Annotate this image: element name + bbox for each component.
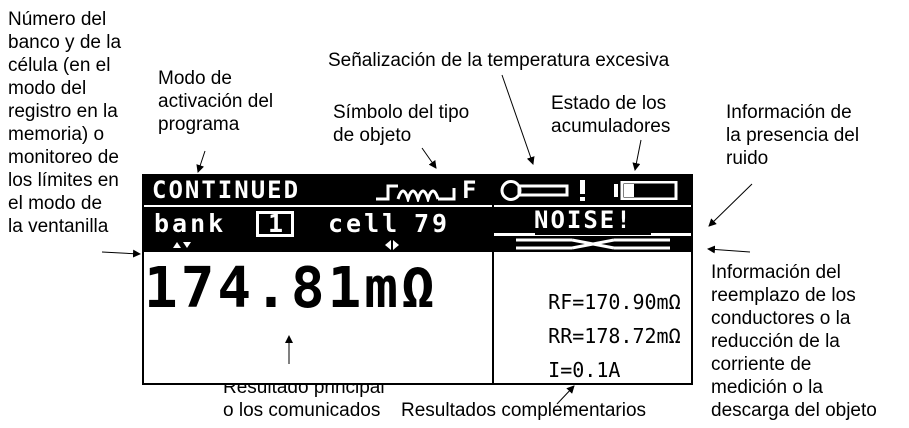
arrow-object-type — [421, 147, 437, 169]
arrow-bank-cell — [101, 249, 141, 258]
cell-number: 79 — [414, 209, 451, 238]
bank-cell-bar: bank 1 cell 79 — [144, 207, 492, 252]
bank-arrows-icon — [173, 242, 191, 248]
temperature-icon — [500, 180, 585, 201]
bank-label: bank — [154, 209, 227, 238]
arrow-battery — [632, 139, 642, 171]
arrow-activation-mode — [196, 150, 206, 173]
battery-icon — [614, 181, 678, 200]
arrow-noise — [708, 183, 753, 227]
noise-label: NOISE! — [534, 206, 633, 234]
annotation-noise-info: Información de la presencia del ruido — [726, 102, 860, 169]
annotation-object-type: Símbolo del tipo de objeto — [333, 102, 470, 146]
annotation-bank-cell: Número del banco y de la célula (en el m… — [8, 9, 122, 237]
lead-swap-icon — [516, 238, 670, 250]
noise-bar: NOISE! — [494, 207, 691, 233]
rf-value: =170.90mΩ — [572, 290, 681, 314]
cell-label: cell — [328, 209, 401, 238]
cell-arrows-icon — [385, 240, 399, 250]
rr-result: RR=178.72mΩ — [500, 300, 681, 372]
annotation-activation-mode: Modo de activación del programa — [158, 68, 274, 135]
arrow-replacement — [707, 245, 751, 254]
bank-number-box — [256, 211, 294, 237]
noise-underline — [535, 233, 651, 235]
annotation-extra-results: Resultados complementarios — [401, 400, 647, 421]
object-type-letter: F — [462, 176, 477, 204]
rf-label: RF — [548, 290, 573, 314]
bank-number: 1 — [268, 209, 284, 238]
replacement-bar — [494, 236, 691, 252]
mode-label: CONTINUED — [152, 176, 301, 204]
arrow-temperature — [501, 74, 535, 165]
object-type-icon — [376, 184, 456, 202]
rr-value: =178.72mΩ — [572, 324, 681, 348]
display-divider — [492, 176, 494, 383]
annotation-battery: Estado de los acumuladores — [551, 93, 671, 137]
current-result: I=0.1A — [500, 334, 620, 406]
main-result-value: 174.81mΩ — [144, 256, 438, 321]
lcd-display: CONTINUED F bank 1 cell 79 — [142, 174, 693, 385]
status-bar — [494, 176, 691, 205]
mode-bar: CONTINUED F — [144, 176, 492, 205]
current-value: =0.1A — [560, 358, 621, 382]
current-label: I — [548, 358, 561, 382]
annotation-temperature: Señalización de la temperatura excesiva — [328, 50, 670, 71]
rf-result: RF=170.90mΩ — [500, 266, 681, 338]
rr-label: RR — [548, 324, 573, 348]
annotation-replacement-info: Información del reemplazo de los conduct… — [711, 262, 877, 421]
